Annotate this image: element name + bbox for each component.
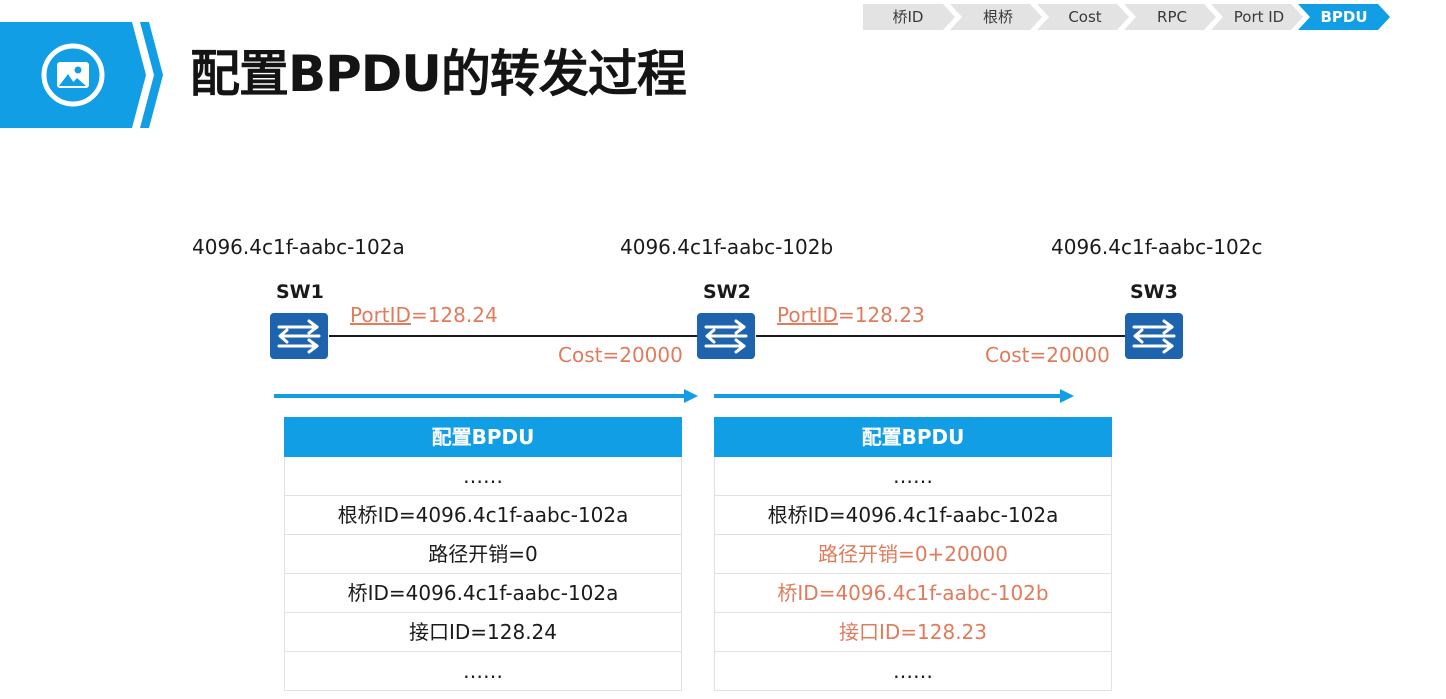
breadcrumb-item-root-bridge[interactable]: 根桥 [950, 4, 1042, 30]
breadcrumb-item-port-id[interactable]: Port ID [1211, 4, 1303, 30]
bpdu-table-title: 配置BPDU [714, 417, 1112, 457]
bpdu-row: …… [284, 457, 682, 496]
image-icon [41, 43, 105, 107]
link1-cost-label: Cost=20000 [558, 343, 683, 367]
bpdu-row-port-id: 接口ID=128.23 [714, 613, 1112, 652]
bpdu-row-root-bridge-id: 根桥ID=4096.4c1f-aabc-102a [284, 496, 682, 535]
sw1-bridge-id: 4096.4c1f-aabc-102a [192, 235, 405, 259]
bpdu-row: …… [284, 652, 682, 691]
bpdu-row: …… [714, 652, 1112, 691]
bpdu-flow-arrow [274, 386, 700, 406]
link-sw2-sw3 [756, 335, 1125, 337]
sw1-port-id-label: PortID=128.24 [350, 303, 498, 327]
sw2-port-id-label: PortID=128.23 [777, 303, 925, 327]
sw3-bridge-id: 4096.4c1f-aabc-102c [1051, 235, 1263, 259]
sw2-bridge-id: 4096.4c1f-aabc-102b [620, 235, 834, 259]
sw1-label: SW1 [276, 281, 324, 303]
page-title: 配置BPDU的转发过程 [190, 45, 687, 103]
switch-icon[interactable] [696, 312, 756, 360]
sw2-label: SW2 [703, 281, 751, 303]
bpdu-table-title: 配置BPDU [284, 417, 682, 457]
bpdu-table-sw1: 配置BPDU …… 根桥ID=4096.4c1f-aabc-102a 路径开销=… [284, 417, 682, 691]
header-banner [0, 22, 170, 128]
breadcrumb-item-bpdu[interactable]: BPDU [1298, 4, 1390, 30]
sw3-label: SW3 [1130, 281, 1178, 303]
breadcrumb: 桥ID 根桥 Cost RPC Port ID BPDU [0, 0, 1446, 40]
bpdu-row: …… [714, 457, 1112, 496]
breadcrumb-item-cost[interactable]: Cost [1037, 4, 1129, 30]
bpdu-row-bridge-id: 桥ID=4096.4c1f-aabc-102a [284, 574, 682, 613]
bpdu-table-sw2: 配置BPDU …… 根桥ID=4096.4c1f-aabc-102a 路径开销=… [714, 417, 1112, 691]
switch-icon[interactable] [269, 312, 329, 360]
bpdu-row-root-bridge-id: 根桥ID=4096.4c1f-aabc-102a [714, 496, 1112, 535]
bpdu-row-port-id: 接口ID=128.24 [284, 613, 682, 652]
breadcrumb-item-rpc[interactable]: RPC [1124, 4, 1216, 30]
bpdu-flow-arrow [714, 386, 1076, 406]
link2-cost-label: Cost=20000 [985, 343, 1110, 367]
bpdu-row-path-cost: 路径开销=0 [284, 535, 682, 574]
bpdu-row-bridge-id: 桥ID=4096.4c1f-aabc-102b [714, 574, 1112, 613]
bpdu-row-path-cost: 路径开销=0+20000 [714, 535, 1112, 574]
switch-icon[interactable] [1124, 312, 1184, 360]
breadcrumb-item-bridge-id[interactable]: 桥ID [863, 4, 955, 30]
link-sw1-sw2 [329, 335, 698, 337]
